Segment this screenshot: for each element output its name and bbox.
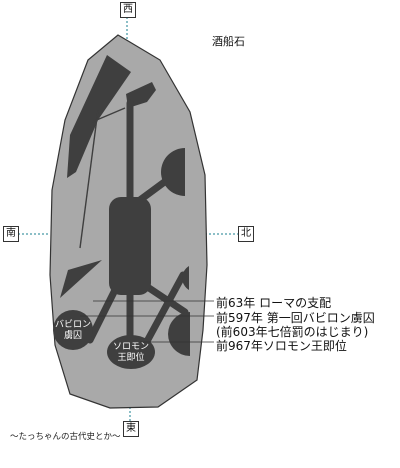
annotation-babylon: 前597年 第一回バビロン虜囚 [216, 311, 375, 325]
channel-right-diagonal [141, 271, 187, 349]
annotation-rome: 前63年 ローマの支配 [216, 296, 332, 310]
compass-south: 南 [3, 226, 19, 242]
left-thin-channel [79, 109, 99, 249]
right-upper-basin [161, 148, 185, 196]
inner-label-solomon: ソロモン王即位 [112, 342, 149, 363]
left-channel-band [67, 55, 131, 178]
footer-credit: 〜たっちゃんの古代史とか〜 [10, 432, 121, 442]
right-bottom-basin [168, 312, 190, 356]
central-basin [109, 197, 151, 295]
compass-north: 北 [238, 226, 254, 242]
compass-west: 西 [120, 2, 136, 18]
diagram-title: 酒船石 [212, 35, 245, 48]
left-triangle-channel [60, 260, 102, 298]
top-basin [126, 82, 156, 108]
compass-east: 東 [123, 421, 139, 437]
inner-label-babylon: バビロン虜囚 [54, 320, 91, 341]
bottom-basin [107, 335, 155, 369]
annotation-solomon: 前967年ソロモン王即位 [216, 339, 347, 353]
inner-thin-channel [91, 107, 126, 123]
annotation-seven-times: (前603年七倍罰のはじまり) [216, 325, 369, 339]
right-lower-basin [182, 266, 189, 290]
left-lower-basin [53, 310, 93, 350]
